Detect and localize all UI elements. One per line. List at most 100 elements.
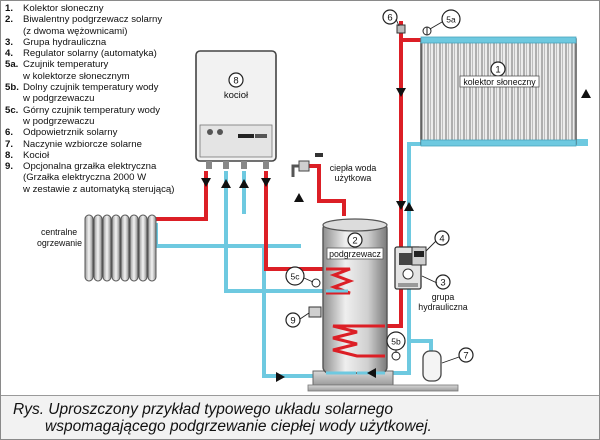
legend-item: 5b. Dolny czujnik temperatury wody: [5, 82, 215, 93]
solar-controller: 4: [411, 230, 450, 266]
legend-item: w podgrzewaczu: [5, 93, 215, 104]
collector-number: 1: [495, 65, 500, 76]
legend-item-number: 5a.: [5, 59, 19, 71]
flow-arrow-right: [276, 372, 285, 382]
sensor-5a-label: 5a: [446, 15, 456, 25]
legend-item: 5c. Górny czujnik temperatury wody: [5, 105, 215, 116]
air-vent-number: 6: [387, 13, 392, 24]
legend-item: 9. Opcjonalna grzałka elektryczna: [5, 161, 215, 172]
radiator-section: [84, 214, 94, 282]
legend-item: (z dwoma wężownicami): [5, 26, 215, 37]
legend-item: w zestawie z automatyką sterującą): [5, 184, 215, 195]
legend-item: 5a. Czujnik temperatury: [5, 59, 215, 70]
sensor-5c-label: 5c: [291, 272, 301, 282]
legend-item-text: Regulator solarny (automatyka): [23, 48, 157, 60]
legend-item-text: w zestawie z automatyką sterującą): [23, 183, 175, 195]
legend-item-text: (Grzałka elektryczna 2000 W: [23, 172, 147, 184]
legend-item-number: 7.: [5, 138, 14, 150]
legend-item: 4. Regulator solarny (automatyka): [5, 48, 215, 59]
controller-number: 4: [439, 234, 444, 245]
boiler: 8 kocioł: [195, 50, 277, 169]
legend-item-number: 3.: [5, 36, 14, 48]
legend-item: 6. Odpowietrznik solarny: [5, 127, 215, 138]
legend-item-text: Biwalentny podgrzewacz solarny: [23, 14, 163, 26]
hot-water-label-2: użytkowa: [335, 173, 372, 183]
leader-lines: [299, 18, 460, 364]
legend-item-text: w podgrzewaczu: [23, 115, 95, 127]
hydraulic-label-1: grupa: [432, 292, 455, 302]
legend-item-number: 5b.: [5, 82, 19, 94]
flow-arrow-up: [404, 202, 414, 211]
caption-line-1: Rys. Uproszczony przykład typowego układ…: [13, 401, 393, 418]
hot-water-label-1: ciepła woda: [330, 163, 377, 173]
legend-item-number: 2.: [5, 14, 14, 26]
legend-item: 8. Kocioł: [5, 150, 215, 161]
solar-collector: 1 kolektor słoneczny: [420, 36, 577, 147]
legend-item-text: Kolektor słoneczny: [23, 3, 104, 14]
central-heating-label-2: ogrzewanie: [37, 238, 82, 248]
flow-arrow-up: [221, 179, 231, 188]
radiator: centralne ogrzewanie: [37, 214, 157, 282]
legend-item: w podgrzewaczu: [5, 116, 215, 127]
tank-number: 2: [352, 236, 357, 247]
legend-item-text: w podgrzewaczu: [23, 93, 95, 105]
radiator-section: [129, 214, 139, 282]
boiler-number: 8: [233, 76, 238, 87]
air-vent: 6: [382, 9, 406, 34]
radiator-section: [111, 214, 121, 282]
expansion-vessel: 7: [422, 347, 474, 382]
expansion-number: 7: [463, 351, 468, 362]
legend: 1. Kolektor słoneczny 2. Biwalentny podgrze…: [5, 3, 215, 195]
legend-item-number: 8.: [5, 149, 14, 161]
tank-label: podgrzewacz: [329, 249, 381, 259]
legend-item-text: Górny czujnik temperatury wody: [23, 104, 161, 116]
flow-arrow-left: [367, 368, 376, 378]
legend-item-text: (z dwoma wężownicami): [23, 25, 128, 37]
radiator-section: [147, 214, 157, 282]
flow-arrows: [201, 88, 591, 382]
legend-item-number: 5c.: [5, 104, 19, 116]
sensor-5a: 5a: [422, 9, 461, 36]
legend-item-text: w kolektorze słonecznym: [23, 70, 130, 82]
legend-item-text: Kocioł: [23, 149, 50, 161]
sensor-5b-label: 5b: [391, 337, 401, 347]
legend-item-text: Grupa hydrauliczna: [23, 36, 107, 48]
flow-arrow-down: [261, 178, 271, 187]
legend-item-number: 4.: [5, 48, 14, 60]
legend-item: 1. Kolektor słoneczny: [5, 3, 215, 14]
legend-item: 7. Naczynie wzbiorcze solarne: [5, 139, 215, 150]
flow-arrow-up: [239, 179, 249, 188]
hydraulic-group: 3 grupa hydrauliczna: [394, 246, 468, 312]
boiler-label: kocioł: [224, 90, 249, 101]
legend-item-number: 1.: [5, 3, 14, 14]
flow-arrow-up: [294, 193, 304, 202]
collector-label: kolektor słoneczny: [463, 77, 536, 87]
legend-item: w kolektorze słonecznym: [5, 71, 215, 82]
legend-item-number: 9.: [5, 161, 14, 173]
central-heating-label-1: centralne: [41, 227, 77, 237]
hydraulic-label-2: hydrauliczna: [418, 302, 467, 312]
flow-arrow-down: [396, 201, 406, 210]
hydraulic-number: 3: [440, 278, 445, 289]
heater-number: 9: [290, 316, 295, 327]
flow-arrow-down: [201, 178, 211, 187]
caption-line-2: wspomagającego podgrzewanie ciepłej wody…: [45, 418, 432, 435]
legend-item: (Grzałka elektryczna 2000 W: [5, 172, 215, 183]
radiator-section: [93, 214, 103, 282]
legend-item-text: Czujnik temperatury: [23, 59, 109, 71]
flow-arrow-down: [396, 88, 406, 97]
radiator-section: [120, 214, 130, 282]
radiator-section: [102, 214, 112, 282]
hot-water-tap: ciepła woda użytkowa: [291, 153, 377, 183]
legend-item-text: Odpowietrznik solarny: [23, 127, 118, 139]
legend-item: 3. Grupa hydrauliczna: [5, 37, 215, 48]
figure-caption: Rys. Uproszczony przykład typowego układ…: [1, 395, 599, 439]
legend-item-text: Opcjonalna grzałka elektryczna: [23, 161, 157, 173]
legend-item-text: Naczynie wzbiorcze solarne: [23, 138, 142, 150]
legend-item-text: Dolny czujnik temperatury wody: [23, 82, 159, 94]
legend-item: 2. Biwalentny podgrzewacz solarny: [5, 14, 215, 25]
legend-item-number: 6.: [5, 127, 14, 139]
radiator-section: [138, 214, 148, 282]
flow-arrow-up: [581, 89, 591, 98]
